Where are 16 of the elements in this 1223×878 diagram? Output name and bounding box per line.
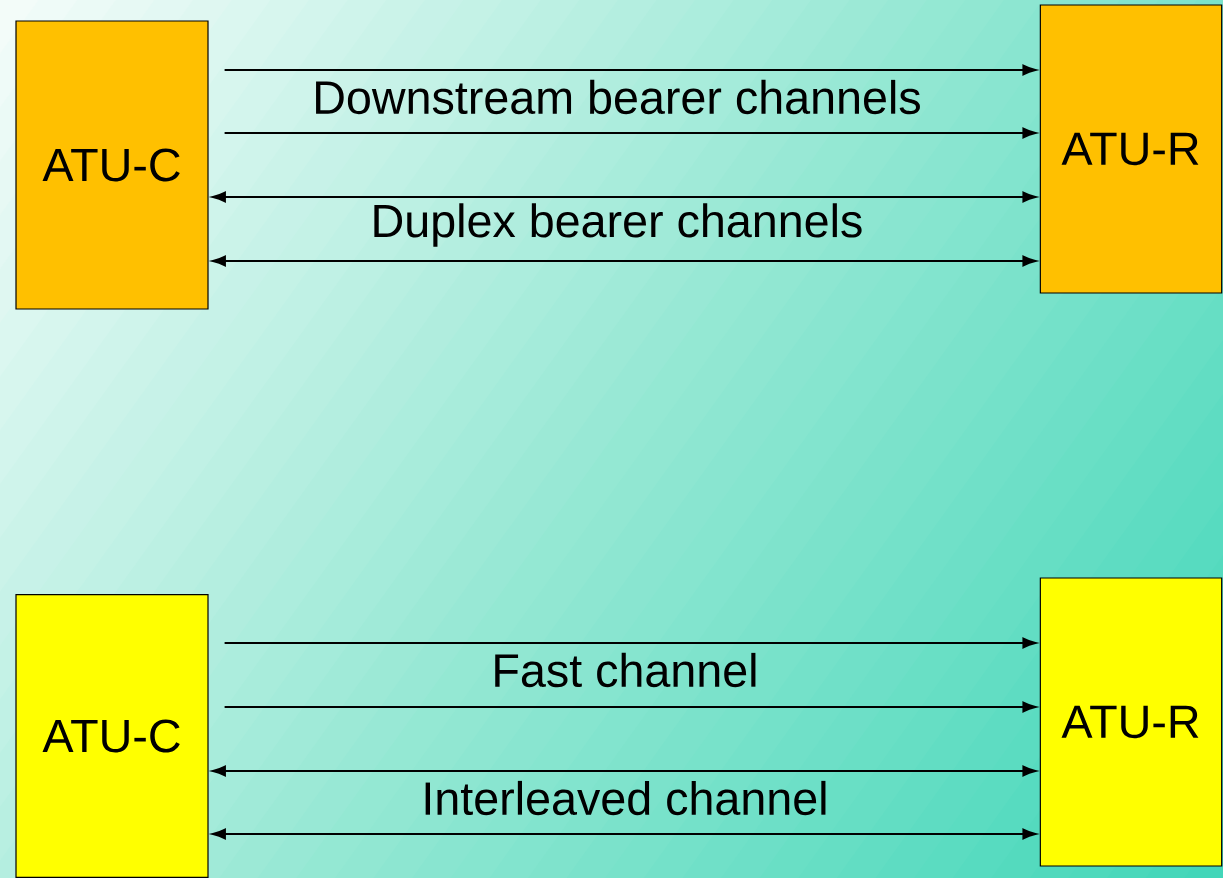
unit-box: ATU-R — [1039, 4, 1223, 294]
channel-label: Interleaved channel — [425, 780, 826, 816]
arrow — [223, 701, 1037, 713]
arrow — [223, 64, 1037, 76]
unit-box: ATU-C — [15, 20, 209, 310]
arrow — [212, 828, 1037, 840]
arrow — [212, 191, 1037, 203]
unit-box: ATU-C — [15, 594, 209, 878]
channel-label: Downstream bearer channels — [316, 79, 920, 115]
arrow — [212, 765, 1037, 777]
arrow — [223, 637, 1037, 649]
channel-label: Fast channel — [495, 652, 756, 688]
channel-label: Duplex bearer channels — [374, 203, 862, 247]
unit-box: ATU-R — [1039, 577, 1223, 867]
arrow — [223, 127, 1037, 139]
arrow — [212, 255, 1037, 267]
